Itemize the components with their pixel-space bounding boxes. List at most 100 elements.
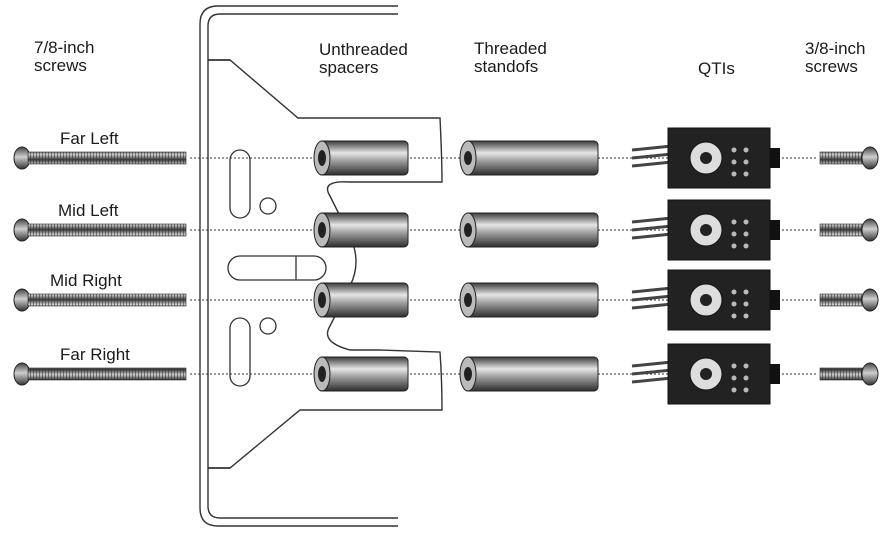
standoff-body [463,212,599,248]
spacer-body [317,356,409,392]
short-screw-shaft [819,223,867,237]
qti-component [731,219,737,225]
standoff-body [463,356,599,392]
screw-head [13,218,31,242]
qti-component [743,363,749,369]
qti-component [743,243,749,249]
standoff-hole [464,367,472,381]
qti-component [731,231,737,237]
assembly-row: Mid Right [13,269,879,331]
screw-shaft [27,223,187,237]
qti-component [743,289,749,295]
short-screw-head [861,146,879,170]
qti-connector [770,148,780,168]
short-screw-head [861,362,879,386]
label-qtis: QTIs [698,60,735,78]
screw-head [13,362,31,386]
qti-component [731,147,737,153]
qti-component [731,301,737,307]
short-screw-head [861,218,879,242]
qti-component [731,243,737,249]
qti-pin [631,152,673,160]
spacer-hole [318,150,326,166]
row-label: Far Right [60,345,130,364]
qti-component [743,313,749,319]
qti-component [731,171,737,177]
label-line-1: 3/8-inch [805,39,866,58]
standoff-body [463,282,599,318]
label-3-8-inch-screws: 3/8-inch screws [805,40,865,76]
spacer-hole [318,222,326,238]
spacer-body [317,282,409,318]
assembly-row: Far Right [13,343,879,405]
label-line-2: screws [34,56,87,75]
qti-component [731,313,737,319]
short-screw-shaft [819,293,867,307]
qti-component [743,231,749,237]
label-line-1: 7/8-inch [34,38,95,57]
assembly-row: Far Left [13,127,879,189]
mounting-bracket [199,5,443,527]
short-screw-shaft [819,151,867,165]
standoff-hole [464,293,472,307]
label-line-1: Threaded [474,39,547,58]
qti-pin [631,224,673,232]
qti-component [731,387,737,393]
qti-pin [631,368,673,376]
screw-shaft [27,151,187,165]
assembly-row: Mid Left [13,199,879,261]
qti-connector [770,364,780,384]
qti-pin [631,376,673,384]
qti-pin [631,144,673,152]
label-7-8-inch-screws: 7/8-inch screws [34,39,94,75]
spacer-hole [318,292,326,308]
qti-connector [770,290,780,310]
label-line-1: QTIs [698,59,735,78]
label-line-2: standofs [474,57,539,76]
short-screw-head [861,288,879,312]
standoff-hole [464,223,472,237]
standoff-hole [464,151,472,165]
qti-pin [631,360,673,368]
screw-shaft [27,367,187,381]
row-label: Mid Right [50,271,122,290]
short-screw-shaft [819,367,867,381]
screw-head [13,146,31,170]
qti-component [731,363,737,369]
bracket-slots [227,149,327,387]
qti-component [743,159,749,165]
qti-connector [770,220,780,240]
row-label: Far Left [60,129,119,148]
qti-component [743,171,749,177]
qti-sensor-hole [700,152,712,164]
qti-pin [631,302,673,310]
qti-component [731,159,737,165]
qti-component [743,219,749,225]
label-line-1: Unthreaded [319,40,408,59]
screw-head [13,288,31,312]
row-label: Mid Left [58,201,119,220]
spacer-body [317,212,409,248]
qti-component [743,301,749,307]
qti-pin [631,232,673,240]
label-line-2: screws [805,57,858,76]
qti-component [743,375,749,381]
spacer-body [317,140,409,176]
qti-component [743,147,749,153]
qti-pin [631,294,673,302]
qti-pin [631,286,673,294]
qti-sensor-hole [700,294,712,306]
screw-shaft [27,293,187,307]
qti-pin [631,216,673,224]
spacer-hole [318,366,326,382]
qti-pin [631,160,673,168]
label-threaded-standoffs: Threaded standofs [474,40,547,76]
label-line-2: spacers [319,58,379,77]
standoff-body [463,140,599,176]
label-unthreaded-spacers: Unthreaded spacers [319,41,408,77]
qti-sensor-hole [700,224,712,236]
qti-sensor-hole [700,368,712,380]
